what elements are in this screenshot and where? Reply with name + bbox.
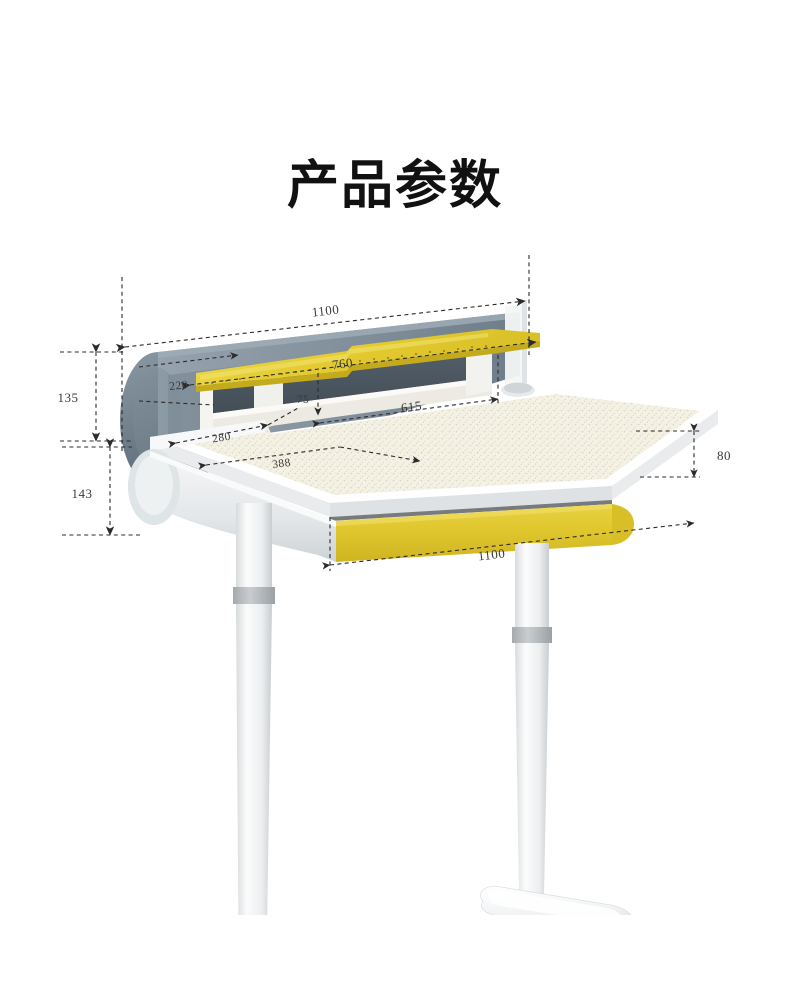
dim-left-depth bbox=[167, 406, 301, 449]
page-title: 产品参数 bbox=[286, 156, 503, 216]
dimension-labels: 1100 760 135 143 220 75 280 388 615 80 1… bbox=[58, 301, 731, 564]
dim-front-depth bbox=[197, 446, 421, 470]
dim-shelf-width bbox=[180, 338, 537, 391]
dim-desk-width-mid bbox=[321, 517, 695, 571]
dim-label-skirt-height: 143 bbox=[72, 486, 93, 501]
dim-hutch-height bbox=[60, 343, 132, 442]
desk-illustration bbox=[120, 298, 718, 915]
product-dimension-diagram: 1100 760 135 143 220 75 280 388 615 80 1… bbox=[0, 255, 790, 915]
dim-shelf-span bbox=[311, 355, 499, 428]
dim-label-hutch-width: 1100 bbox=[311, 301, 340, 319]
desk-leg-right bbox=[480, 543, 631, 915]
dim-drawer-height bbox=[636, 423, 700, 478]
dim-label-shelf-width: 760 bbox=[331, 355, 354, 372]
dimension-annotations bbox=[60, 255, 742, 915]
dim-skirt-height bbox=[62, 438, 140, 536]
dim-label-backboard-depth: 220 bbox=[169, 379, 189, 393]
desktop bbox=[150, 391, 718, 521]
dim-label-desk-width-mid: 1100 bbox=[477, 546, 506, 564]
dim-label-hutch-height: 135 bbox=[58, 390, 79, 405]
dim-label-drawer-height: 80 bbox=[717, 448, 731, 463]
dim-label-left-depth: 280 bbox=[211, 431, 231, 446]
dim-backboard-depth bbox=[138, 352, 239, 406]
dim-label-front-depth: 388 bbox=[271, 457, 291, 471]
dim-label-shelf-inner-height: 75 bbox=[297, 394, 310, 406]
dim-label-shelf-span: 615 bbox=[400, 398, 423, 416]
desk-leg-left bbox=[233, 503, 275, 915]
